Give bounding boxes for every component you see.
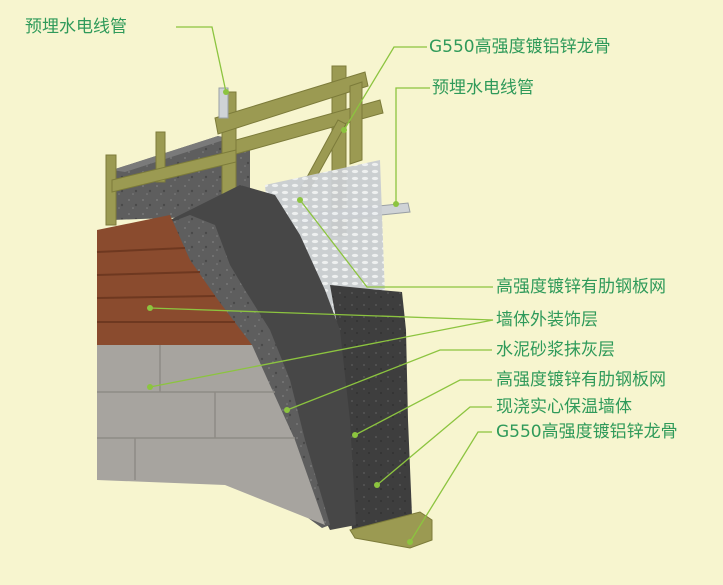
- leader-lines: [149, 26, 494, 543]
- wood-cladding-grooves: [96, 247, 235, 323]
- stone-joints: [97, 345, 295, 480]
- cement-mortar-layer: [160, 185, 356, 530]
- label-exterior-finish: 墙体外装饰层: [496, 310, 598, 330]
- conduit-vertical: [218, 87, 229, 119]
- label-cement-mortar: 水泥砂浆抹灰层: [496, 340, 615, 360]
- stone-base: [97, 345, 325, 525]
- leader-dots: [147, 89, 413, 545]
- label-mesh-upper: 高强度镀锌有肋钢板网: [496, 277, 666, 297]
- label-top-left-conduit: 预埋水电线管: [25, 17, 127, 37]
- upper-concrete-top: [112, 136, 230, 172]
- label-top-right-keel: G550高强度镀铝锌龙骨: [429, 37, 611, 57]
- label-right-conduit: 预埋水电线管: [432, 78, 534, 98]
- label-cast-in-place-wall: 现浇实心保温墙体: [496, 397, 632, 417]
- label-bottom-keel: G550高强度镀铝锌龙骨: [496, 422, 678, 442]
- label-mesh-lower: 高强度镀锌有肋钢板网: [496, 370, 666, 390]
- wood-cladding: [97, 215, 252, 345]
